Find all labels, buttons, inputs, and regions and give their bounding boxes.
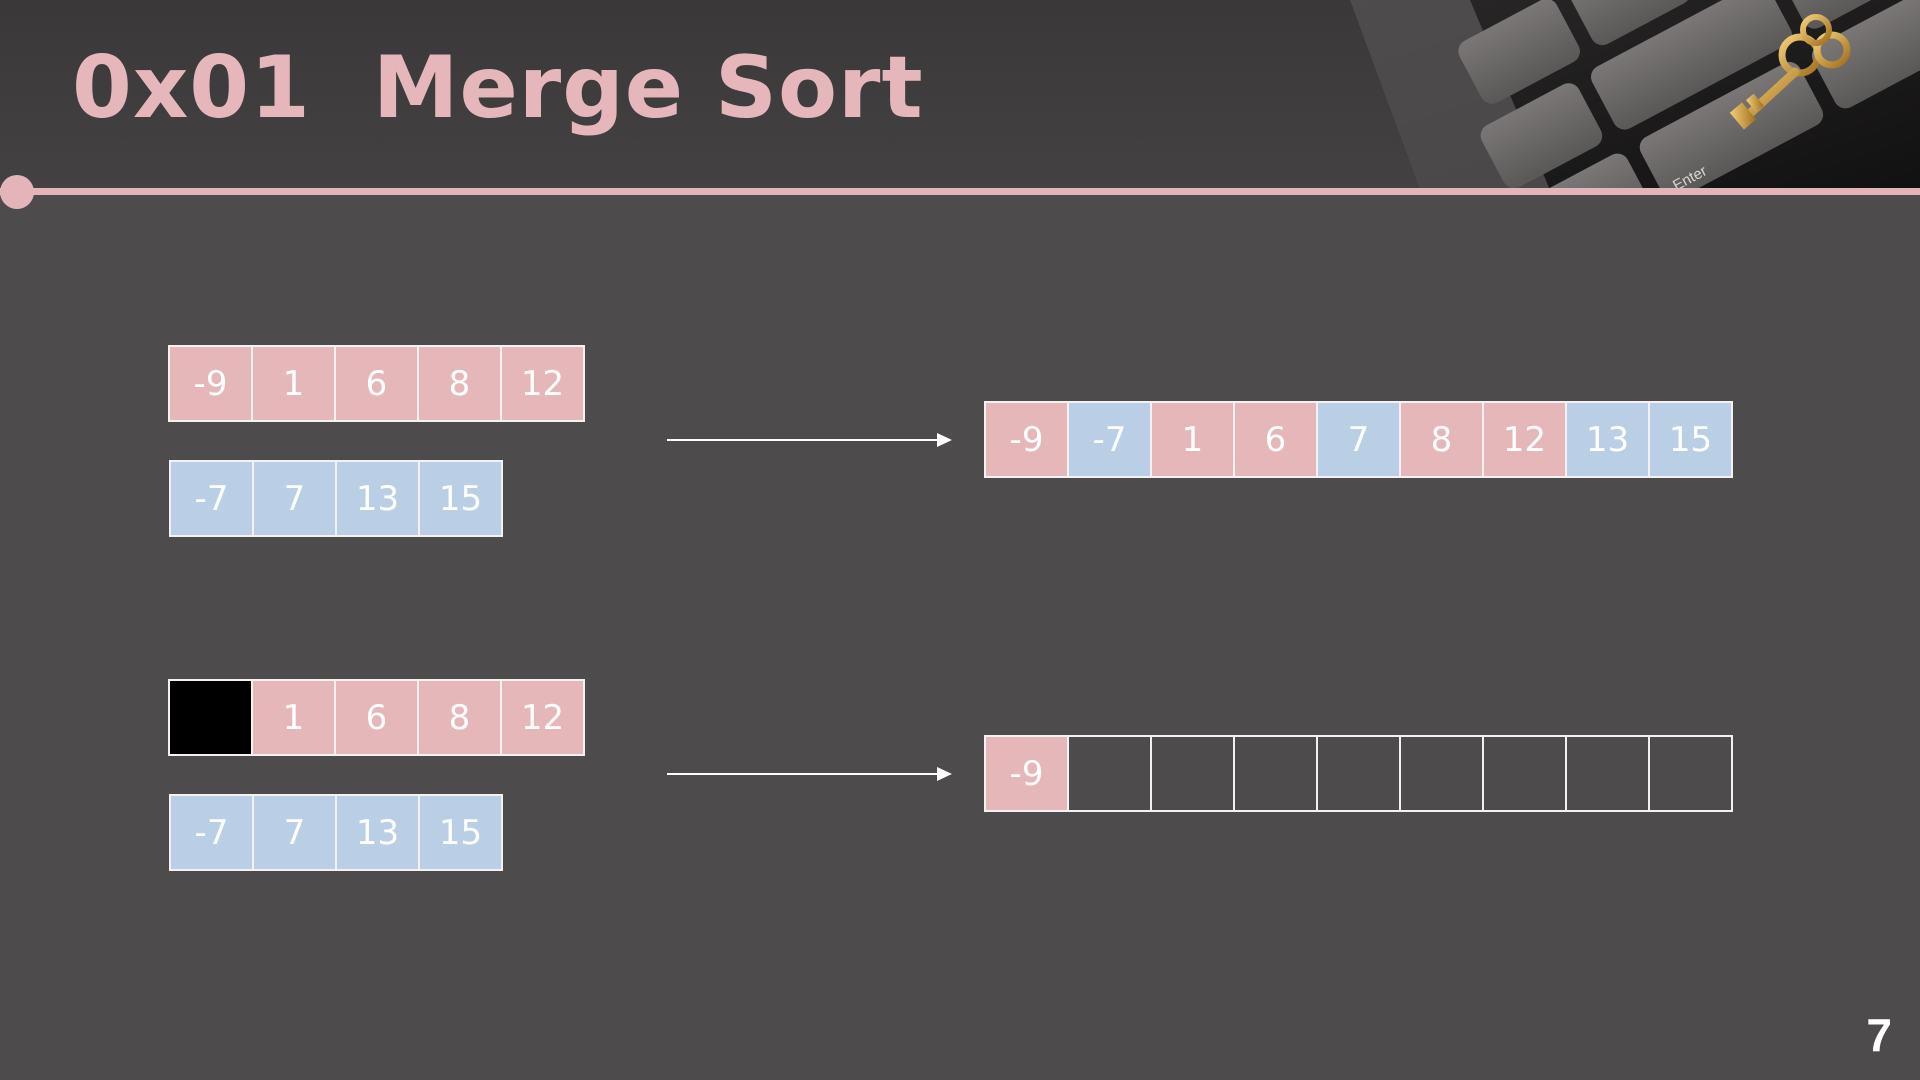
slide-title: 0x01 Merge Sort bbox=[72, 38, 924, 138]
array-cell: 8 bbox=[417, 679, 502, 756]
array-cell: 6 bbox=[334, 679, 419, 756]
array-cell: -9 bbox=[984, 735, 1069, 812]
array-cell: -9 bbox=[984, 401, 1069, 478]
step2-merged-array: -9 bbox=[984, 735, 1733, 812]
array-cell-empty bbox=[1316, 735, 1401, 812]
array-cell-empty bbox=[1067, 735, 1152, 812]
divider-dot bbox=[0, 175, 34, 209]
step2-left-array: 1 6 8 12 bbox=[168, 679, 585, 756]
array-cell-empty bbox=[1233, 735, 1318, 812]
array-cell: 1 bbox=[1150, 401, 1235, 478]
array-cell: 15 bbox=[418, 460, 503, 537]
slide-header: 0x01 Merge Sort bbox=[0, 0, 1920, 190]
array-cell: 12 bbox=[1482, 401, 1567, 478]
step1-right-array: -7 7 13 15 bbox=[169, 460, 503, 537]
array-cell: 1 bbox=[251, 679, 336, 756]
array-cell: 8 bbox=[1399, 401, 1484, 478]
keyboard-key-icon: Enter bbox=[1350, 0, 1920, 190]
array-cell-empty bbox=[1482, 735, 1567, 812]
array-cell: 7 bbox=[1316, 401, 1401, 478]
array-cell: 13 bbox=[335, 794, 420, 871]
keyboard-key-image: Enter bbox=[1350, 0, 1920, 190]
step1-merged-array: -9 -7 1 6 7 8 12 13 15 bbox=[984, 401, 1733, 478]
header-divider bbox=[0, 188, 1920, 195]
array-cell: 7 bbox=[252, 460, 337, 537]
array-cell: 6 bbox=[334, 345, 419, 422]
arrow-right-icon bbox=[667, 767, 952, 781]
array-cell: 13 bbox=[1565, 401, 1650, 478]
step2-right-array: -7 7 13 15 bbox=[169, 794, 503, 871]
array-cell: 13 bbox=[335, 460, 420, 537]
array-cell: -9 bbox=[168, 345, 253, 422]
array-cell-empty bbox=[1399, 735, 1484, 812]
array-cell: 8 bbox=[417, 345, 502, 422]
array-cell: 12 bbox=[500, 345, 585, 422]
array-cell-empty bbox=[1565, 735, 1650, 812]
array-cell: 6 bbox=[1233, 401, 1318, 478]
array-cell: -7 bbox=[169, 460, 254, 537]
array-cell-empty bbox=[1648, 735, 1733, 812]
array-cell-consumed bbox=[168, 679, 253, 756]
array-cell: 15 bbox=[1648, 401, 1733, 478]
array-cell: -7 bbox=[1067, 401, 1152, 478]
array-cell: 15 bbox=[418, 794, 503, 871]
array-cell: 7 bbox=[252, 794, 337, 871]
array-cell-empty bbox=[1150, 735, 1235, 812]
array-cell: -7 bbox=[169, 794, 254, 871]
golden-key-icon bbox=[1729, 14, 1851, 130]
arrow-right-icon bbox=[667, 433, 952, 447]
array-cell: 1 bbox=[251, 345, 336, 422]
array-cell: 12 bbox=[500, 679, 585, 756]
step1-left-array: -9 1 6 8 12 bbox=[168, 345, 585, 422]
page-number: 7 bbox=[1866, 1009, 1892, 1061]
